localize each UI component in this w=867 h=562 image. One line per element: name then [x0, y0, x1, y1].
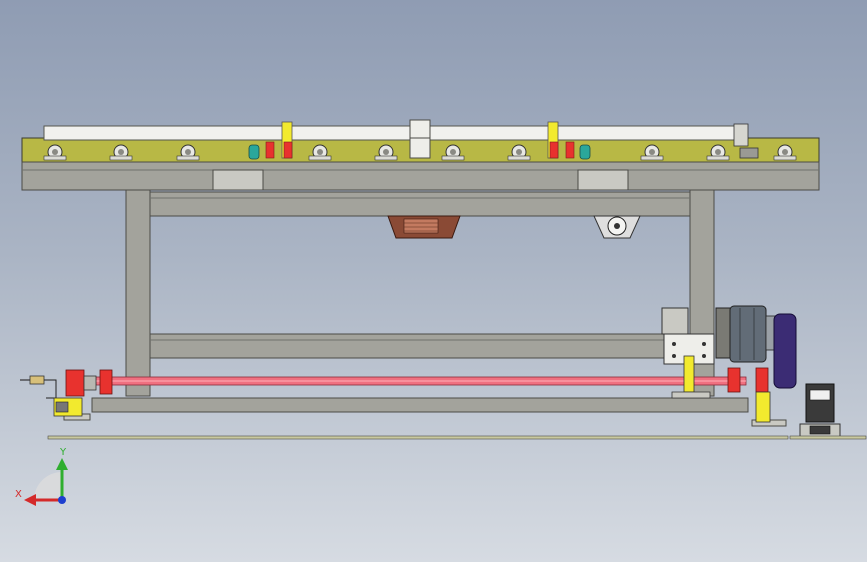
stop-marker-right — [547, 121, 575, 159]
frame-leg-left — [125, 189, 151, 397]
rail-end-fixture — [733, 123, 759, 159]
axis-x-label: X — [15, 489, 22, 500]
roller-wheel-icon — [374, 144, 398, 161]
roller-wheel-icon — [640, 144, 664, 161]
stop-marker-left — [265, 121, 293, 159]
coordinate-axes-icon[interactable]: Y X — [15, 447, 68, 506]
top-rail-assembly — [21, 119, 820, 191]
roller-wheel-icon — [109, 144, 133, 161]
main-frame — [63, 189, 787, 427]
roller-wheel-icon — [308, 144, 332, 161]
frame-base-beam — [91, 397, 749, 413]
floor-line — [47, 435, 867, 440]
sensor-left — [248, 144, 260, 160]
axis-y-label: Y — [59, 447, 67, 458]
roller-wheel-icon — [773, 144, 797, 161]
roller-wheel-icon — [441, 144, 465, 161]
frame-mid-crossbeam — [149, 333, 691, 359]
left-shaft-assembly — [20, 369, 113, 417]
center-block — [409, 119, 431, 159]
roller-wheel-icon — [43, 144, 67, 161]
rail-pad-left — [212, 169, 264, 191]
roller-wheel-icon — [176, 144, 200, 161]
roller-wheel-icon — [706, 144, 730, 161]
rail-pad-right — [577, 169, 629, 191]
heater-unit — [387, 215, 461, 239]
drive-shaft — [95, 376, 747, 386]
roller-wheel-icon — [507, 144, 531, 161]
sensor-right — [579, 144, 591, 160]
rail-top-strip — [43, 125, 745, 141]
frame-top-crossbeam — [149, 191, 691, 217]
gear-motor-icon — [661, 305, 841, 439]
fan-unit — [593, 215, 641, 239]
rail-lower-beam — [21, 161, 820, 191]
